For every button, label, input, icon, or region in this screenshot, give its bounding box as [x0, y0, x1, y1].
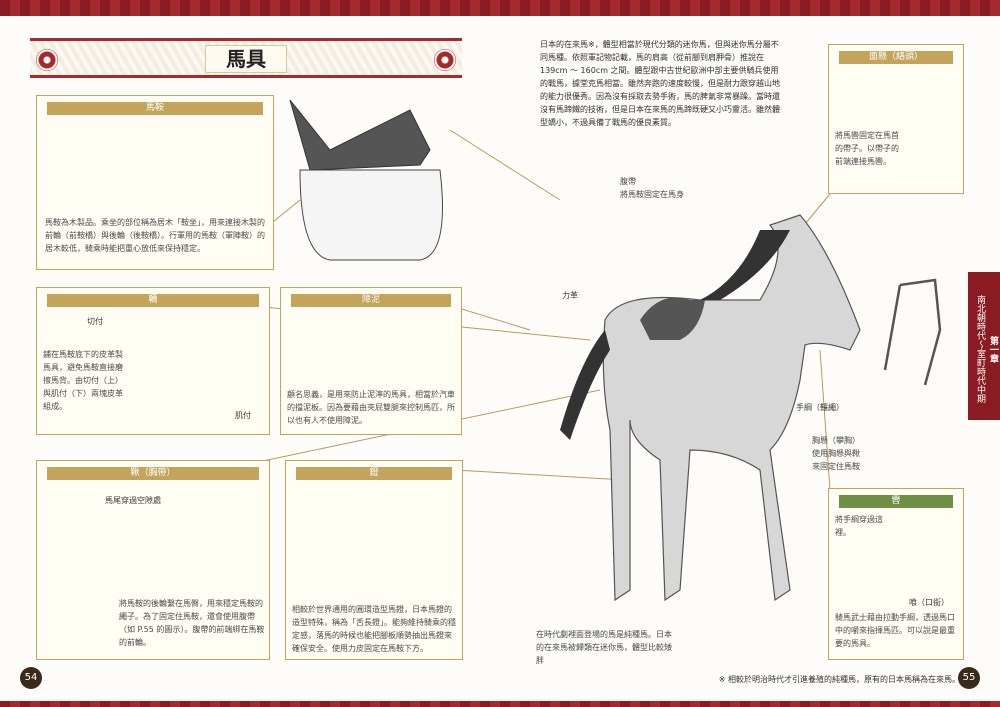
- box-kutsuwa-label-top: 將手綱穿過這裡。: [835, 515, 883, 537]
- box-kutsuwa-title: 轡: [839, 495, 953, 508]
- intro-text: 日本的在來馬※，體型相當於現代分類的迷你馬，但與迷你馬分屬不同馬種。依照軍記物記…: [540, 40, 780, 127]
- label-kiritsuke: 切付: [87, 317, 103, 326]
- box-saddle: 馬鞍 馬鞍為木製品。乘坐的部位稱為居木「鞍坐」，用來連接木製的前輪（前鞍橋）與後…: [36, 95, 274, 270]
- horse-mane: [700, 230, 790, 300]
- label-munagai: 胸懸（攀胸） 使用胸懸與鞦 來固定住馬鞍: [812, 436, 860, 471]
- box-shirigai-title: 鞦（胸帶）: [47, 467, 259, 480]
- label-hadatsuke: 肌付: [235, 411, 251, 420]
- box-kutsuwa-label-bottom: 喰（口銜）: [909, 598, 949, 607]
- box-shirigai-text: 將馬鞍的後輪繫在馬臀，用來穩定馬鞍的繩子。為了固定住馬鞍，還會使用腹帶（如 P.…: [119, 599, 265, 647]
- box-omogai-text: 將馬轡固定在馬首的帶子。以帶子的前端連接馬轡。: [835, 131, 899, 166]
- box-abumi-text: 相較於世界通用的圓環造型馬鐙，日本馬鐙的造型特殊，稱為「舌長鐙」。能夠維持騎乘的…: [292, 605, 456, 653]
- label-chikarakawa: 力革: [562, 291, 578, 300]
- box-abumi-title: 鐙: [296, 467, 452, 480]
- label-tazuna: 手綱（韁繩）: [796, 403, 844, 412]
- saddle-drawing: [289, 99, 443, 261]
- bottom-decorative-band: [0, 701, 1000, 707]
- box-aori-title: 障泥: [291, 294, 451, 307]
- horse-tail: [560, 330, 610, 440]
- page-number-right: 55: [958, 667, 980, 689]
- box-aori-text: 顧名思義，是用來防止泥濘的馬具，相當於汽車的擋泥板。因為要藉由夾屁雙腿來控制馬匹…: [287, 390, 455, 425]
- chapter-subtitle: 南北朝時代～室町時代中期: [975, 295, 985, 403]
- label-haraobi: 腹帶 將馬鞍固定在馬身: [620, 177, 684, 199]
- label-tail-gap: 馬尾穿過空隙處: [105, 496, 161, 505]
- footer-note: ※ 相較於明治時代才引進養殖的純種馬，原有的日本馬稱為在來馬。: [718, 675, 960, 684]
- crest-icon-right: [434, 49, 456, 71]
- box-kutsuwa: 轡 將手綱穿過這裡。 喰（口銜） 騎馬武士藉由拉動手綱，透過馬口中的嚼來指揮馬匹…: [828, 488, 964, 660]
- box-shitagura-text: 鋪在馬鞍底下的皮革製馬具，避免馬鞍直接磨擦馬背。由切付（上）與肌付（下）兩塊皮革…: [43, 350, 123, 411]
- box-shirigai: 鞦（胸帶） 馬尾穿過空隙處 將馬鞍的後輪繫在馬臀，用來穩定馬鞍的繩子。為了固定住…: [36, 460, 270, 660]
- box-aori: 障泥 顧名思義，是用來防止泥濘的馬具，相當於汽車的擋泥板。因為要藉由夾屁雙腿來控…: [280, 287, 462, 435]
- crest-icon-left: [36, 49, 58, 71]
- bridle-drawing: [883, 278, 942, 386]
- chapter-tab: 第一章 南北朝時代～室町時代中期: [968, 272, 1000, 420]
- box-saddle-text: 馬鞍為木製品。乘坐的部位稱為居木「鞍坐」，用來連接木製的前輪（前鞍橋）與後輪（後…: [45, 218, 265, 253]
- box-abumi: 鐙 相較於世界通用的圓環造型馬鐙，日本馬鐙的造型特殊，稱為「舌長鐙」。能夠維持騎…: [285, 460, 463, 660]
- box-shitagura-title: 韉: [47, 294, 259, 307]
- box-saddle-title: 馬鞍: [47, 102, 263, 115]
- page-title: 馬具: [205, 45, 287, 73]
- box-kutsuwa-text: 騎馬武士藉由拉動手綱，透過馬口中的嚼來指揮馬匹。可以說是最重要的馬具。: [835, 613, 955, 648]
- title-bar: 馬具: [30, 38, 462, 78]
- horse-saddle: [640, 297, 705, 340]
- page-number-left: 54: [20, 667, 42, 689]
- box-omogai: 面懸（絡頭） 將馬轡固定在馬首的帶子。以帶子的前端連接馬轡。: [828, 44, 964, 194]
- box-shitagura: 韉 切付 鋪在馬鞍底下的皮革製馬具，避免馬鞍直接磨擦馬背。由切付（上）與肌付（下…: [36, 287, 270, 435]
- top-decorative-band: [0, 0, 1000, 16]
- horse-caption: 在時代劇裡面登場的馬是純種馬。日本的在來馬被歸類在迷你馬，體型比較矮胖: [536, 630, 672, 665]
- box-omogai-title: 面懸（絡頭）: [839, 51, 953, 64]
- chapter-label: 第一章: [988, 335, 998, 363]
